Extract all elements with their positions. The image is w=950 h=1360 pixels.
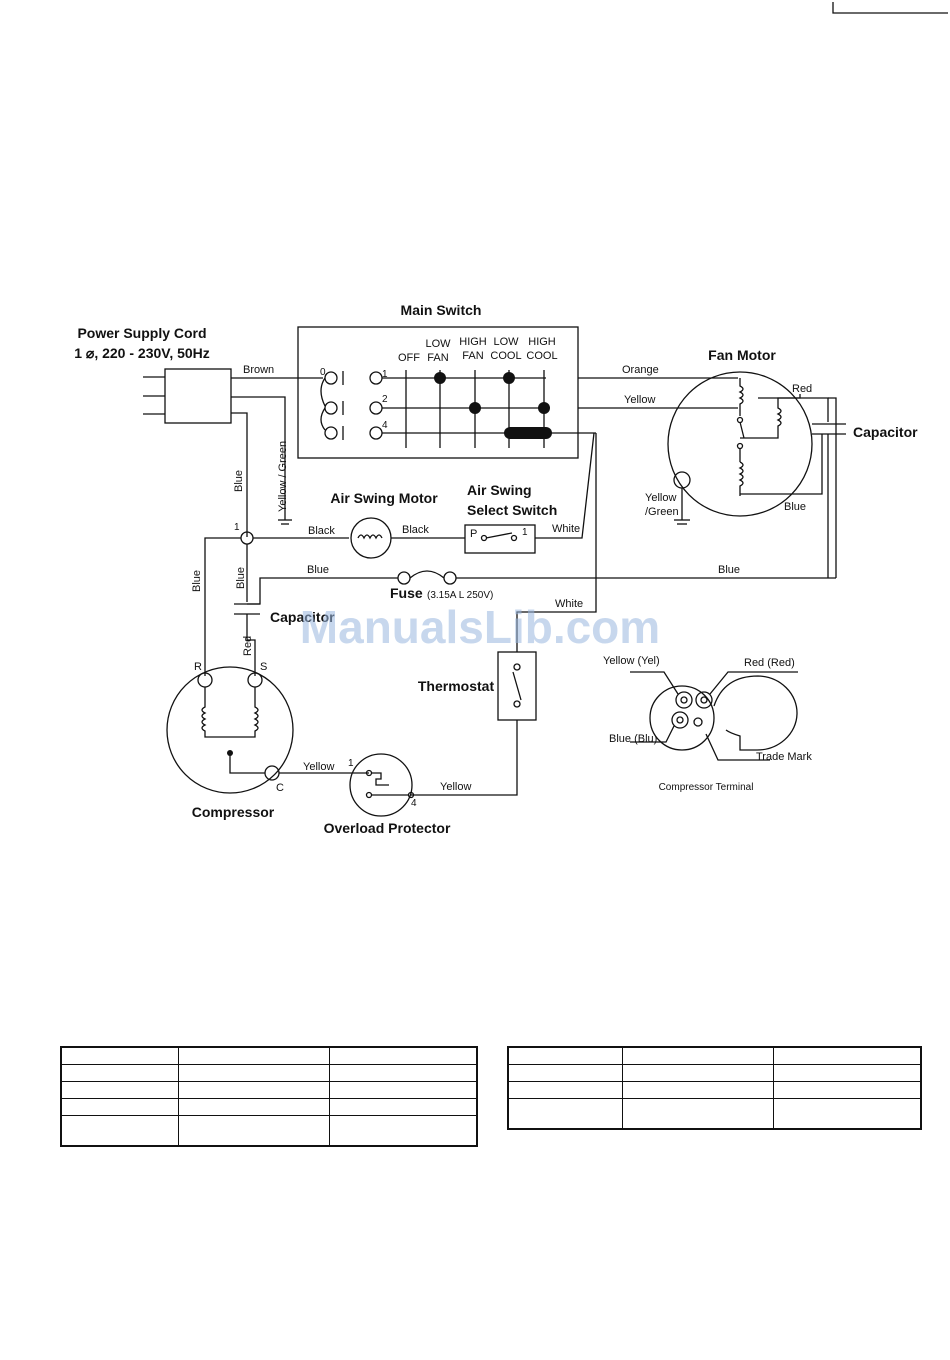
air-swing-pin-1: 1 [522,527,528,538]
switch-pos-low-fan-1: LOW [425,338,451,350]
switch-pos-high-fan-2: FAN [462,350,483,362]
compressor-circle [166,666,294,794]
fan-motor-circle [667,371,813,517]
compressor-pin-r: R [194,661,202,673]
overload-pin-4: 4 [411,798,417,809]
terminal-trademark-label: Trade Mark [756,751,812,763]
switch-pos-high-cool-2: COOL [526,350,557,362]
junction-label: 1 [234,522,240,533]
wire-black-left: Black [308,525,335,537]
watermark: ManualsLib.com [300,601,660,653]
fuse-rating: (3.15A L 250V) [427,590,493,601]
main-switch-box [297,326,579,459]
switch-terminal-0: 0 [320,367,326,378]
overload-protector-title: Overload Protector [324,820,451,836]
air-swing-switch-title-1: Air Swing [467,482,532,498]
compressor-pin-s: S [260,661,267,673]
compressor-terminal-drawing [630,671,798,761]
wire-brown: Brown [243,364,274,376]
switch-pos-high-cool-1: HIGH [528,336,556,348]
switch-pos-low-cool-1: LOW [493,336,519,348]
compressor-pin-c: C [276,782,284,794]
fan-motor-title: Fan Motor [708,347,776,363]
main-switch-title: Main Switch [401,302,482,318]
switch-pos-low-fan-2: FAN [427,352,448,364]
wire-blue-v1: Blue [233,470,245,492]
switch-terminal-2: 2 [382,394,388,405]
overload-pin-1: 1 [348,758,354,769]
wire-red-fan: Red [792,383,812,395]
page-corner-mark [832,2,948,14]
wire-yellow-fan: Yellow [624,394,655,406]
air-swing-switch-title-2: Select Switch [467,502,557,518]
wire-white-switch: White [552,523,580,535]
power-supply-rating: 1 ⌀, 220 - 230V, 50Hz [74,345,210,361]
air-swing-motor-title: Air Swing Motor [330,490,438,506]
wire-blue-fuse-left: Blue [307,564,329,576]
left-table [60,1046,478,1147]
terminal-yellow-label: Yellow (Yel) [603,655,660,667]
fan-ground-label-2: /Green [645,506,679,518]
compressor-capacitor-title: Capacitor [270,609,335,625]
wire-yellow-comp: Yellow [303,761,334,773]
overload-circle [349,753,413,817]
air-swing-switch-box [464,524,536,554]
right-table [507,1046,922,1130]
plug-box [164,368,232,424]
wire-blue-fuse-right: Blue [718,564,740,576]
fan-capacitor-title: Capacitor [853,424,918,440]
switch-pos-low-cool-2: COOL [490,350,521,362]
switch-pos-high-fan-1: HIGH [459,336,487,348]
air-swing-motor-circle [350,517,392,559]
wire-red-comp: Red [242,636,254,656]
power-supply-title: Power Supply Cord [77,325,206,341]
fuse-title: Fuse [390,585,423,601]
compressor-terminal-title: Compressor Terminal [659,782,754,793]
switch-terminal-4: 4 [382,420,388,431]
wire-yellow-thermo: Yellow [440,781,471,793]
wire-black-right: Black [402,524,429,536]
wire-blue-fan: Blue [784,501,806,513]
switch-contacts [320,371,383,440]
air-swing-pin-p: P [470,528,477,540]
switch-pos-off: OFF [398,352,420,364]
compressor-title: Compressor [192,804,275,820]
wire-white-thermo: White [555,598,583,610]
thermostat-title: Thermostat [418,678,495,694]
terminal-red-label: Red (Red) [744,657,795,669]
terminal-blue-label: Blue (Blu) [609,733,657,745]
fan-ground-label-1: Yellow [645,492,676,504]
wire-orange: Orange [622,364,659,376]
switch-terminal-1: 1 [382,369,388,380]
wire-yellow-green: Yellow / Green [277,441,289,512]
wire-blue-v3: Blue [235,567,247,589]
wire-blue-v2: Blue [191,570,203,592]
